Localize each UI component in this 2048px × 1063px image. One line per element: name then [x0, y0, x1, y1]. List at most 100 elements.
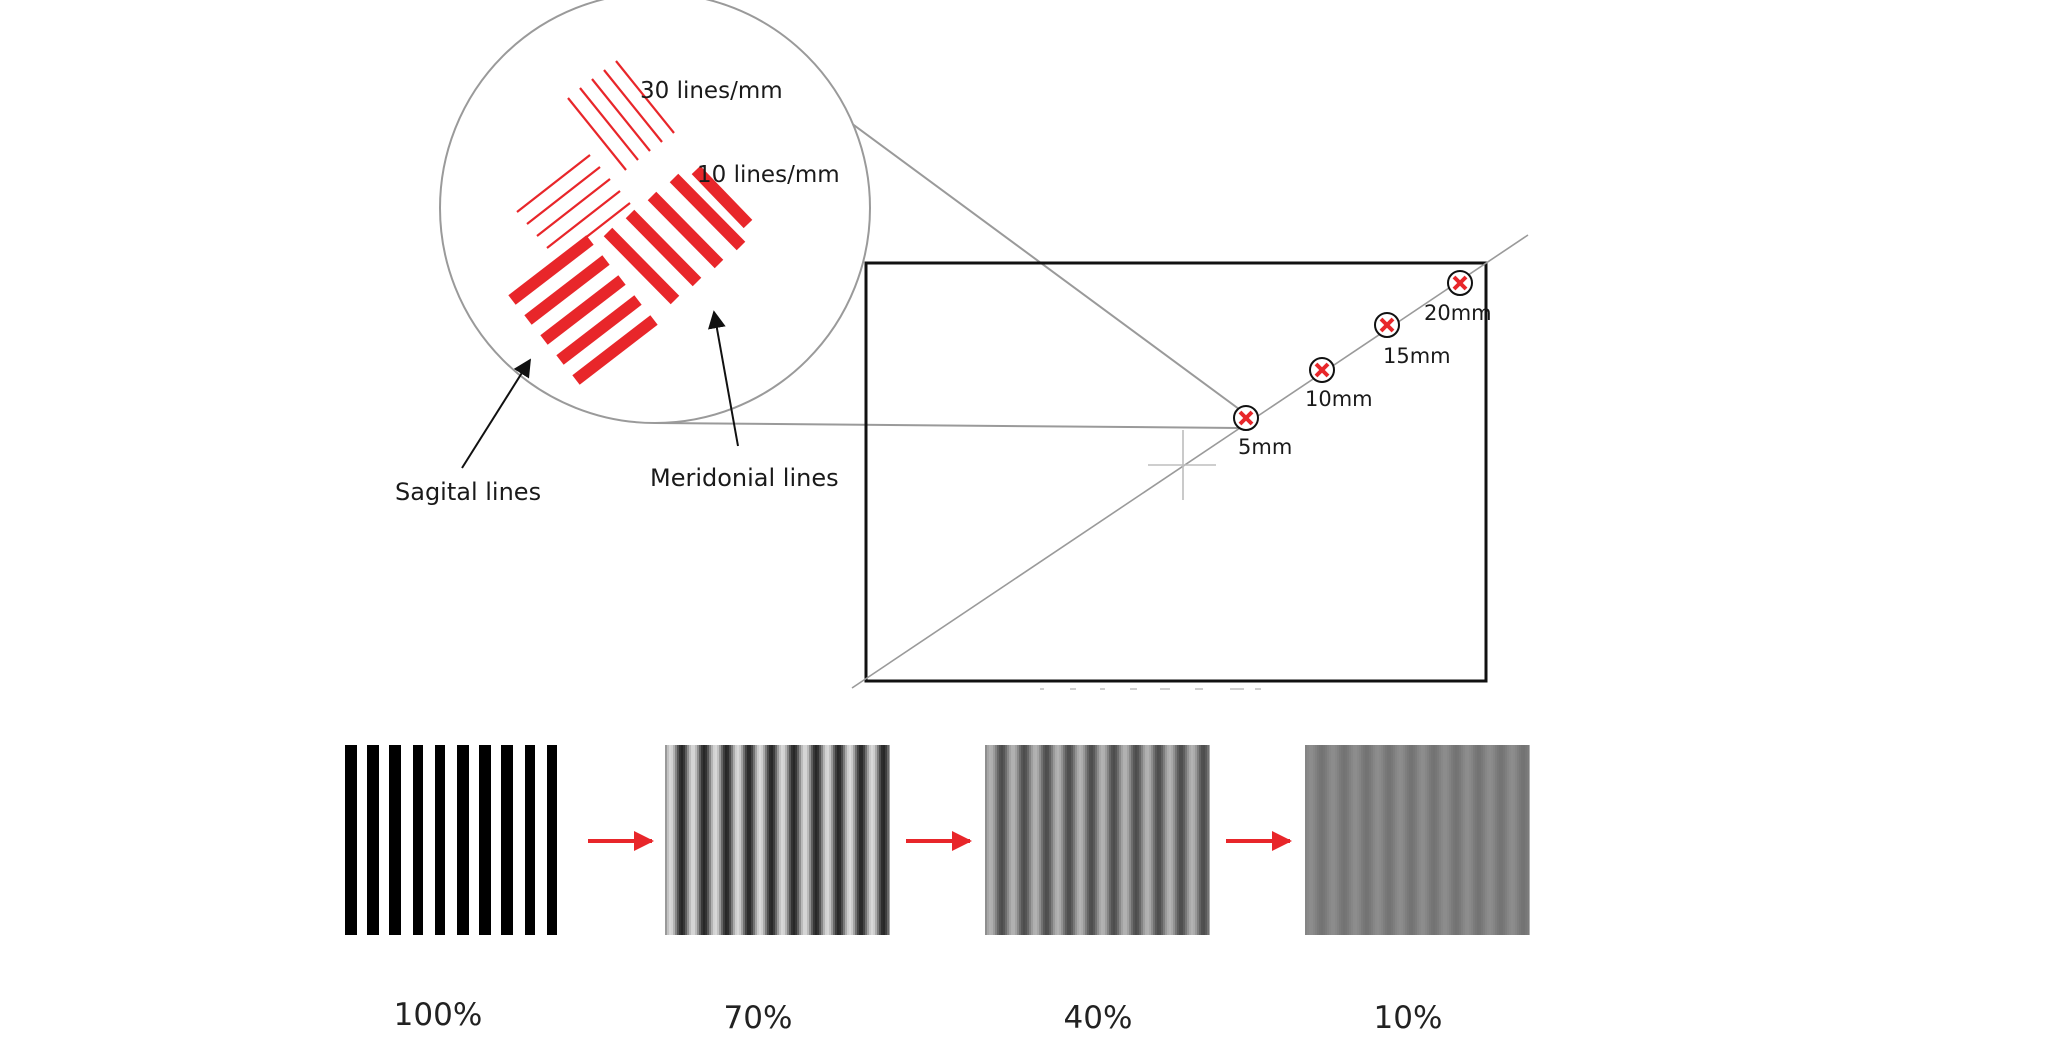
panel-stripe — [787, 745, 790, 935]
panel-stripe — [395, 745, 398, 935]
panel-stripe — [1471, 745, 1474, 935]
panel-stripe — [519, 745, 522, 935]
panel-stripe — [711, 745, 714, 935]
panel-stripe — [1171, 745, 1174, 935]
panel-stripe — [1383, 745, 1386, 935]
panel-stripe — [1153, 745, 1156, 935]
panel-stripe — [1417, 745, 1420, 935]
panel-stripe — [447, 745, 450, 935]
panel-stripe — [997, 745, 1000, 935]
panel-stripe — [413, 745, 416, 935]
panel-stripe — [1325, 745, 1328, 935]
panel-stripe — [1201, 745, 1204, 935]
panel-stripe — [797, 745, 800, 935]
panel-stripe — [699, 745, 702, 935]
panel-stripe — [1313, 745, 1316, 935]
panel-stripe — [403, 745, 406, 935]
panel-stripe — [819, 745, 822, 935]
sagital-label: Sagital lines — [395, 478, 541, 506]
panel-stripe — [1067, 745, 1070, 935]
panel-stripe — [849, 745, 852, 935]
panel-stripe — [1469, 745, 1472, 935]
panel-stripe — [831, 745, 834, 935]
panel-stripe — [357, 745, 360, 935]
panel-stripe — [1161, 745, 1164, 935]
panel-stripe — [665, 745, 668, 935]
panel-stripe — [1131, 745, 1134, 935]
panel-stripe — [1393, 745, 1396, 935]
panel-stripe — [845, 745, 848, 935]
panel-stripe — [347, 745, 350, 935]
panel-stripe — [825, 745, 828, 935]
panel-stripe — [373, 745, 376, 935]
panel-stripe — [1437, 745, 1440, 935]
marker-15mm: 15mm — [1374, 312, 1451, 368]
panel-stripe — [1513, 745, 1516, 935]
panel-stripe — [693, 745, 696, 935]
panel-stripe — [561, 745, 564, 935]
panel-stripe — [735, 745, 738, 935]
panel-stripe — [473, 745, 476, 935]
panel-stripe — [507, 745, 510, 935]
panel-stripe — [543, 745, 546, 935]
panel-stripe — [515, 745, 518, 935]
panel-stripe — [1165, 745, 1168, 935]
panel-stripe — [487, 745, 490, 935]
panel-stripe — [495, 745, 498, 935]
panel-stripe — [361, 745, 364, 935]
panel-stripe — [1043, 745, 1046, 935]
panel-stripe — [705, 745, 708, 935]
panel-stripe — [753, 745, 756, 935]
panel-stripe — [1187, 745, 1190, 935]
meridional-label: Meridonial lines — [650, 464, 839, 492]
panel-stripe — [1521, 745, 1524, 935]
panel-stripe — [739, 745, 742, 935]
panel-stripe — [789, 745, 792, 935]
panel-stripe — [1097, 745, 1100, 935]
panel-stripe — [841, 745, 844, 935]
panel-stripe — [755, 745, 758, 935]
panel-stripe — [675, 745, 678, 935]
panel-stripe — [999, 745, 1002, 935]
panel-stripe — [803, 745, 806, 935]
panel-stripe — [1369, 745, 1372, 935]
panel-stripe — [1323, 745, 1326, 935]
panel-stripe — [1127, 745, 1130, 935]
panel-stripe — [465, 745, 468, 935]
panel-stripe — [875, 745, 878, 935]
low-freq-label: 10 lines/mm — [697, 162, 840, 188]
panel-stripe — [695, 745, 698, 935]
panel-stripe — [1121, 745, 1124, 935]
panel-stripe — [741, 745, 744, 935]
panel-stripe — [1091, 745, 1094, 935]
panel-stripe — [871, 745, 874, 935]
marker-15mm-label: 15mm — [1383, 344, 1451, 368]
panel-stripe — [1397, 745, 1400, 935]
panel-stripe — [1151, 745, 1154, 935]
panel-stripe — [879, 745, 882, 935]
panel-stripe — [1363, 745, 1366, 935]
panel-stripe — [1111, 745, 1114, 935]
panel-stripe — [1433, 745, 1436, 935]
panel-stripe — [1115, 745, 1118, 935]
panel-stripe — [1005, 745, 1008, 935]
panel-stripe — [733, 745, 736, 935]
panel-stripe — [393, 745, 396, 935]
panel-stripe — [793, 745, 796, 935]
panel-stripe — [1463, 745, 1466, 935]
panel-stripe — [1381, 745, 1384, 935]
panel-stripe — [829, 745, 832, 935]
panel-stripe — [1527, 745, 1530, 935]
panel-stripe — [1327, 745, 1330, 935]
panel-stripe — [987, 745, 990, 935]
panel-stripe — [563, 745, 566, 935]
marker-20mm-label: 20mm — [1424, 301, 1492, 325]
panel-stripe — [1059, 745, 1062, 935]
marker-5mm-label: 5mm — [1238, 435, 1292, 459]
panel-stripe — [707, 745, 710, 935]
panel-stripe — [401, 745, 404, 935]
low-freq-sagital-lines — [508, 235, 658, 385]
panel-stripe — [1479, 745, 1482, 935]
panel-stripe — [777, 745, 780, 935]
panel-stripe — [1419, 745, 1422, 935]
